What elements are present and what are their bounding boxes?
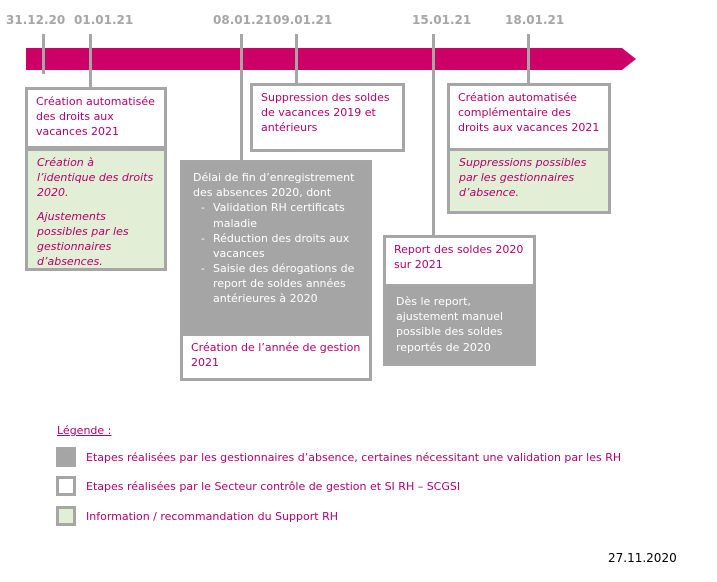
box-report-soldes-2020: Report des soldes 2020 sur 2021 xyxy=(383,235,536,287)
box-text: Dès le report, ajustement manuel possibl… xyxy=(396,295,504,354)
legend-text-support-rh: Information / recommandation du Support … xyxy=(86,510,338,523)
tick-08-01-21 xyxy=(240,34,243,162)
delai-list: Validation RH certificats maladie Réduct… xyxy=(193,200,359,306)
legend-text-gestionnaires: Etapes réalisées par les gestionnaires d… xyxy=(86,451,622,464)
date-label-01-01-21: 01.01.21 xyxy=(74,13,134,27)
date-label-18-01-21: 18.01.21 xyxy=(505,13,565,27)
tick-01-01-21 xyxy=(89,34,92,88)
box-suppression-soldes-2019: Suppression des soldes de vacances 2019 … xyxy=(250,83,405,152)
legend-swatch-green xyxy=(56,506,76,526)
timeline-arrow xyxy=(26,48,636,70)
box-creation-annee-gestion: Création de l’année de gestion 2021 xyxy=(180,333,372,381)
box-text: Report des soldes 2020 sur 2021 xyxy=(394,243,524,272)
info-box-suppressions-possibles: Suppressions possibles par les gestionna… xyxy=(447,148,611,214)
legend-swatch-white xyxy=(56,476,76,496)
date-label-31-12-20: 31.12.20 xyxy=(6,13,66,27)
info-text: Suppressions possibles par les gestionna… xyxy=(459,156,587,200)
info-box-creation-identique: Création à l’identique des droits 2020. … xyxy=(25,148,167,271)
list-item: Validation RH certificats maladie xyxy=(193,200,359,230)
tick-31-12-20 xyxy=(42,34,45,74)
info-paragraph-1: Création à l’identique des droits 2020. xyxy=(37,156,154,200)
legend-text-scgsi: Etapes réalisées par le Secteur contrôle… xyxy=(86,480,461,493)
date-label-09-01-21: 09.01.21 xyxy=(273,13,333,27)
box-creation-complementaire: Création automatisée complémentaire des … xyxy=(447,83,611,151)
date-label-15-01-21: 15.01.21 xyxy=(412,13,472,27)
box-intro: Délai de fin d’enregistrement des absenc… xyxy=(193,171,355,200)
footer-date: 27.11.2020 xyxy=(608,551,677,565)
box-text: Création automatisée complémentaire des … xyxy=(458,91,600,135)
tick-15-01-21 xyxy=(432,34,435,238)
box-text: Suppression des soldes de vacances 2019 … xyxy=(261,91,390,135)
list-item: Saisie des dérogations de report de sold… xyxy=(193,261,359,307)
legend-swatch-grey xyxy=(56,447,76,467)
list-item: Réduction des droits aux vacances xyxy=(193,231,359,261)
box-delai-fin-enregistrement: Délai de fin d’enregistrement des absenc… xyxy=(180,160,372,336)
tick-18-01-21 xyxy=(527,34,530,84)
box-creation-droits-2021: Création automatisée des droits aux vaca… xyxy=(25,87,167,149)
info-paragraph-2: Ajustements possibles par les gestionnai… xyxy=(37,209,129,269)
box-text: Création de l’année de gestion 2021 xyxy=(191,341,361,370)
box-ajustement-soldes-reportes: Dès le report, ajustement manuel possibl… xyxy=(383,284,536,366)
box-text: Création automatisée des droits aux vaca… xyxy=(36,95,155,139)
legend-title: Légende : xyxy=(57,424,112,437)
tick-09-01-21 xyxy=(295,34,298,84)
date-label-08-01-21: 08.01.21 xyxy=(213,13,273,27)
